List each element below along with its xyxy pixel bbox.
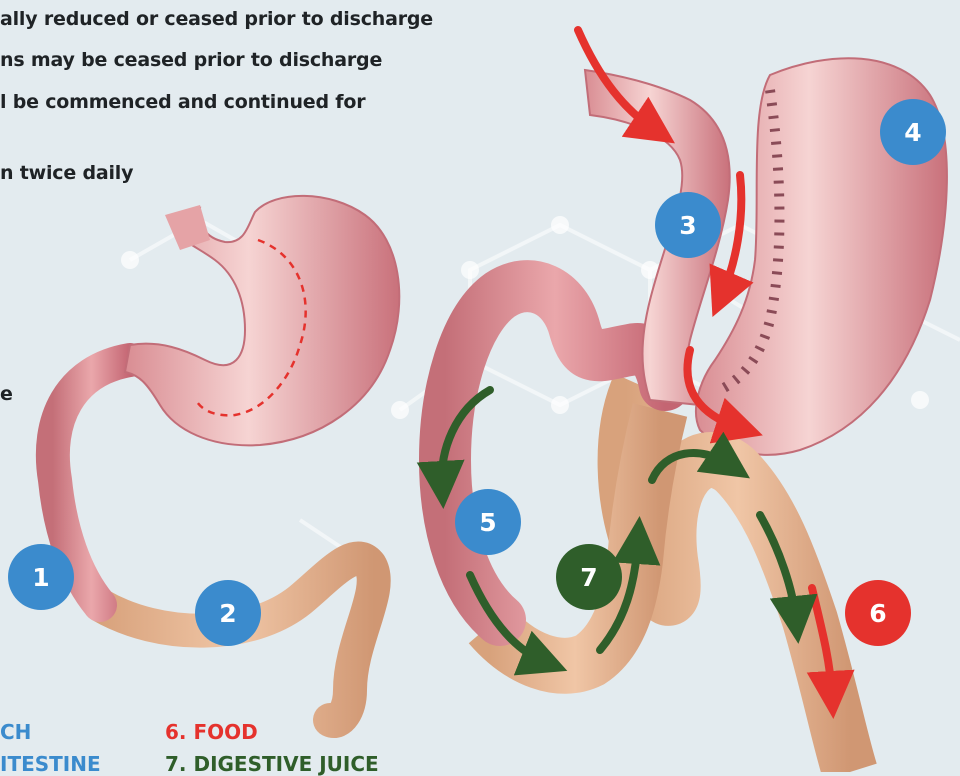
text-line-3: l be commenced and continued for [0, 91, 365, 113]
bypass-stomach [445, 58, 947, 772]
marker-7: 7 [556, 544, 622, 610]
legend-stomach: CH [0, 720, 31, 744]
text-line-4: n twice daily [0, 162, 133, 184]
legend-food: 6. FOOD [165, 720, 258, 744]
marker-1: 1 [8, 544, 74, 610]
legend-intestine: ITESTINE [0, 752, 101, 776]
marker-2: 2 [195, 580, 261, 646]
marker-6: 6 [845, 580, 911, 646]
text-line-1: ally reduced or ceased prior to discharg… [0, 8, 433, 30]
text-line-2: ns may be ceased prior to discharge [0, 49, 382, 71]
marker-3: 3 [655, 192, 721, 258]
marker-5: 5 [455, 489, 521, 555]
marker-4: 4 [880, 99, 946, 165]
legend-digestive-juice: 7. DIGESTIVE JUICE [165, 752, 379, 776]
text-line-5: e [0, 383, 13, 405]
